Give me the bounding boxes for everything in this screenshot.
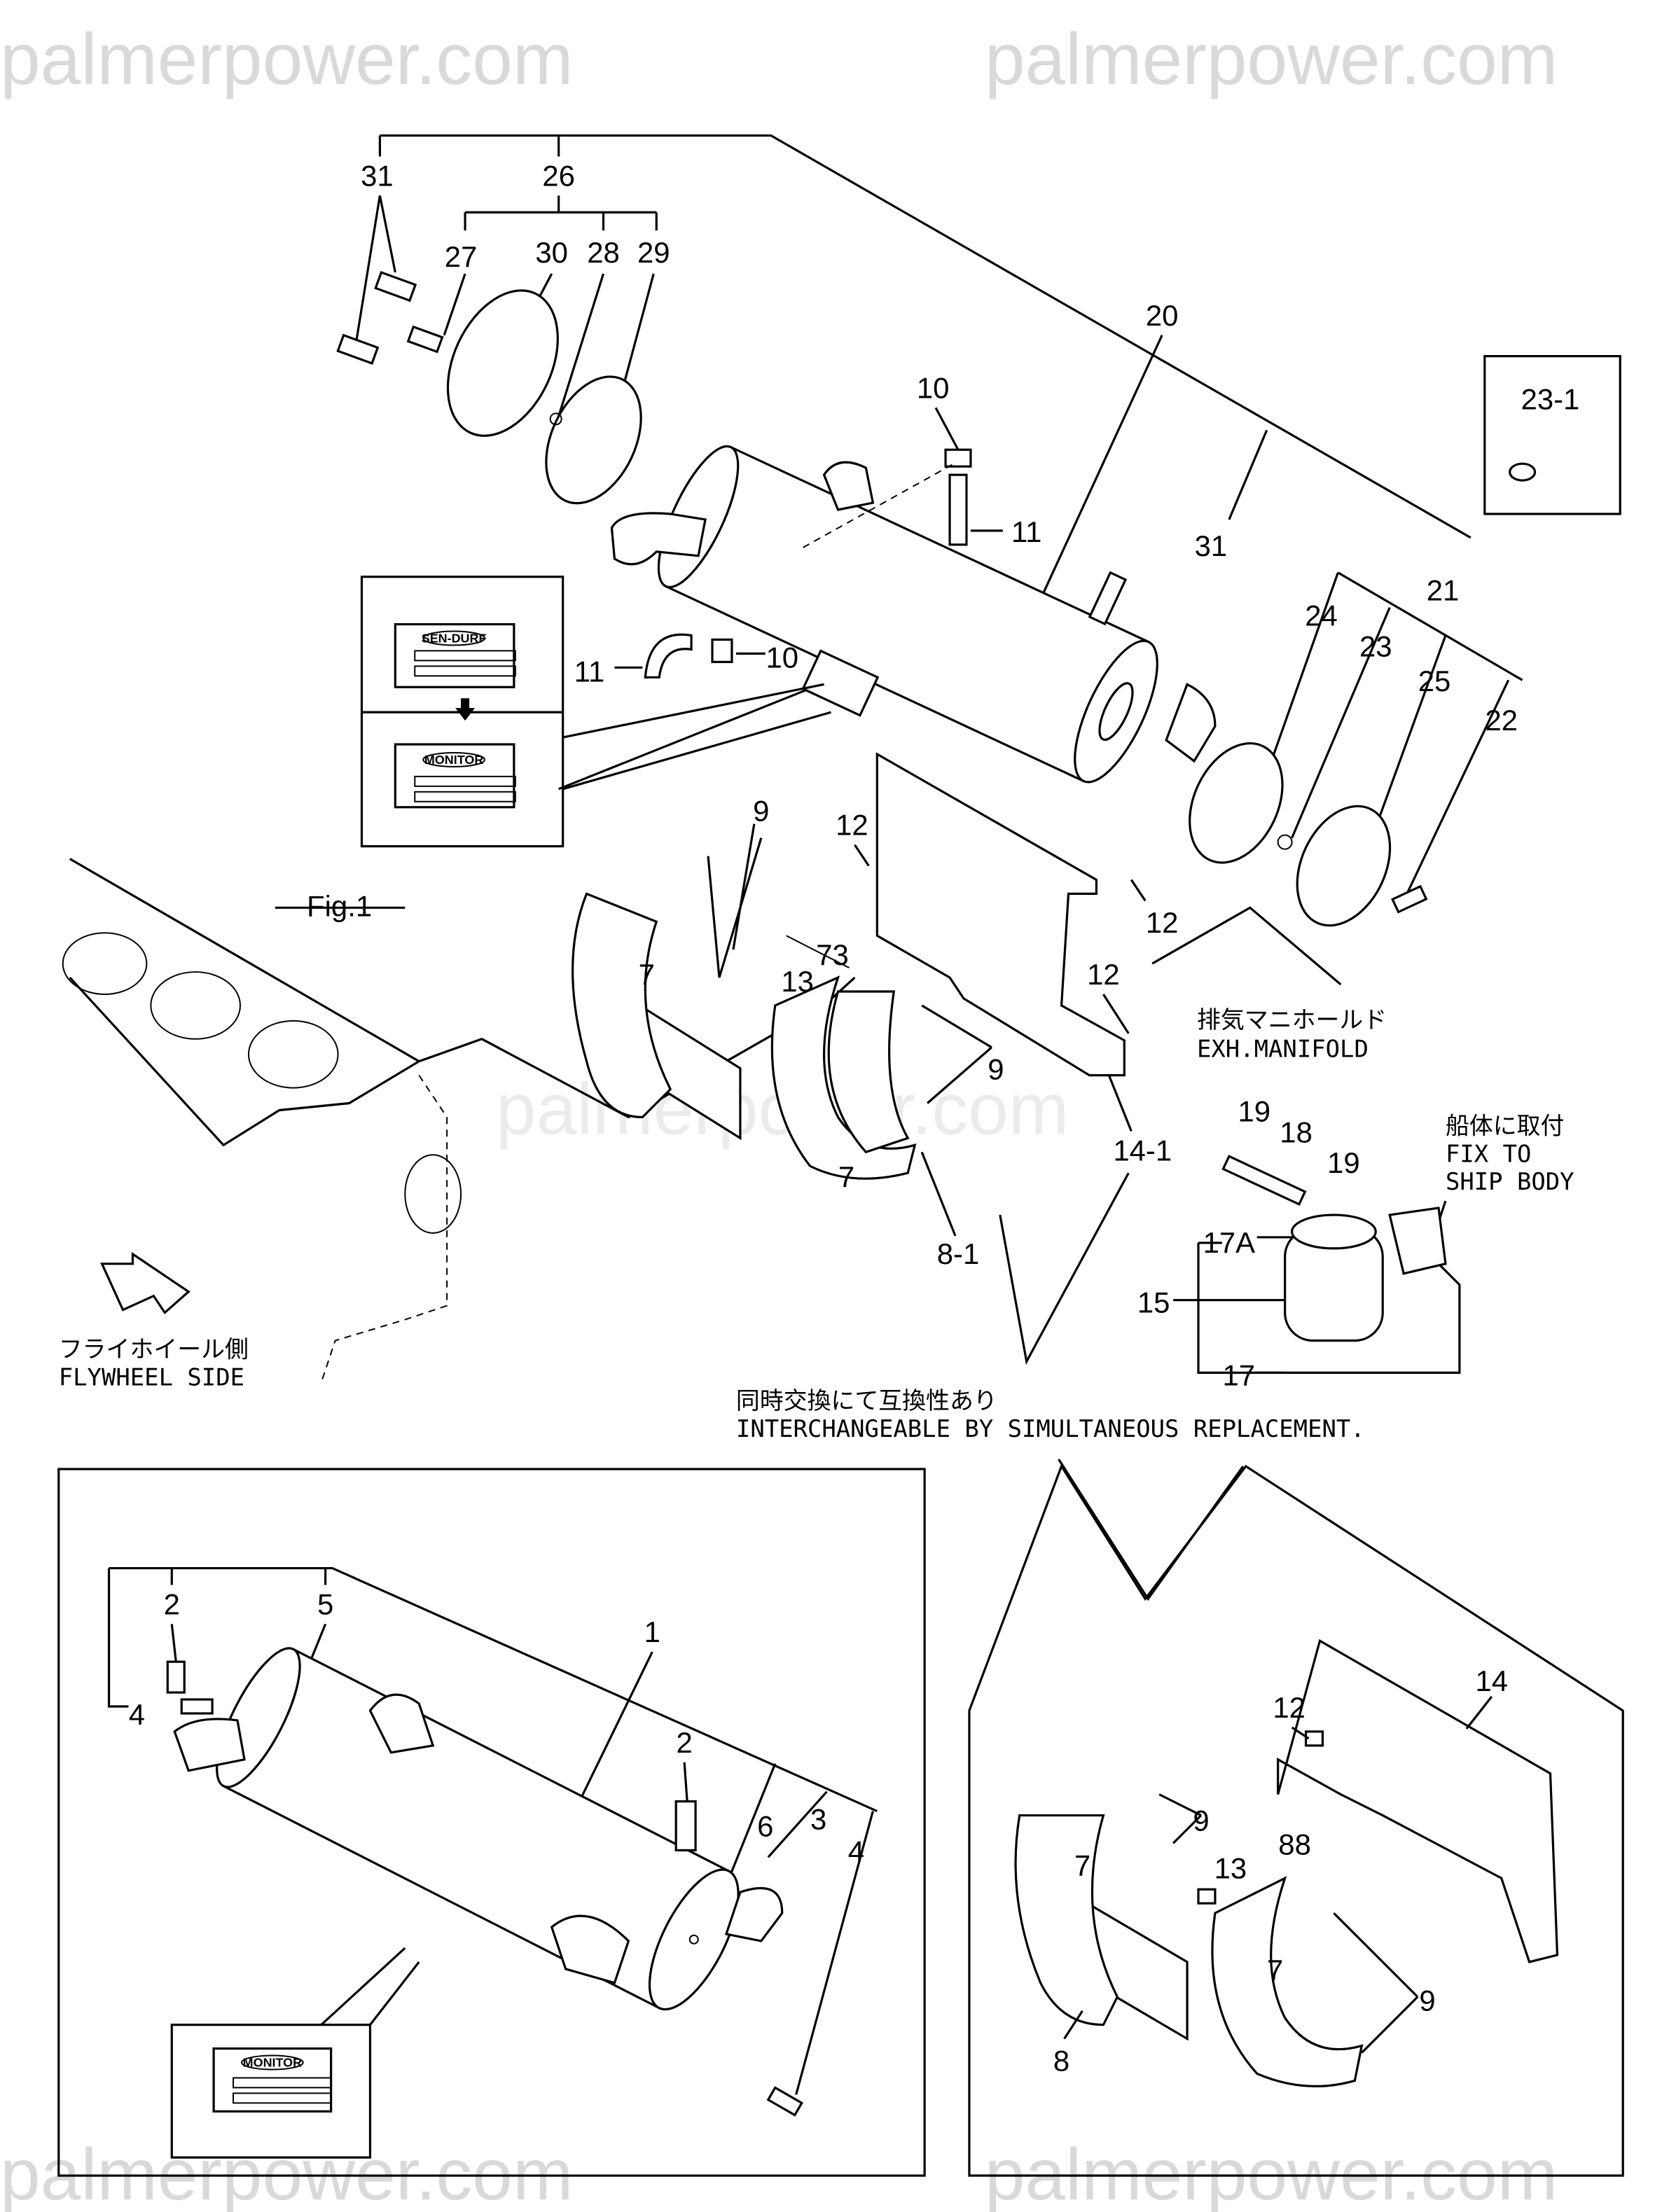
callout-label: 26 [542, 159, 575, 192]
callout-label: 18 [1280, 1115, 1313, 1148]
callout-label: 8-1 [937, 1237, 980, 1270]
callout-label: 25 [1418, 665, 1451, 697]
callout-label: Fig.1 [307, 889, 372, 922]
clamp-bracket-assembly [572, 752, 1126, 1180]
callout-label: 29 [637, 236, 670, 269]
callout-label: 9 [1419, 1984, 1435, 2017]
callout-label: 2 [677, 1726, 693, 1759]
callout-label: 21 [1427, 574, 1460, 607]
inlet-elbow [610, 512, 707, 566]
old-plate-label: SEN-DURF [422, 631, 487, 645]
callout-label: 31 [1195, 529, 1228, 562]
callout-label: 12 [1087, 958, 1120, 991]
note-flywheel-en: FLYWHEEL SIDE [59, 1363, 244, 1391]
notes: 排気マニホールド EXH.MANIFOLD 船体に取付 FIX TO SHIP … [59, 1006, 1574, 1442]
callout-label: 9 [988, 1053, 1004, 1086]
callout-label: 12 [1273, 1691, 1306, 1724]
inset-plate-label: MONITOR [243, 2055, 302, 2069]
arrow-down-icon [455, 698, 476, 721]
detail-box-23-1 [1483, 355, 1621, 515]
note-flywheel-jp: フライホイール側 [59, 1335, 249, 1363]
callout-label: 2 [164, 1587, 180, 1620]
callout-label: 7 [838, 1160, 854, 1193]
watermark: palmerpower.com [985, 2134, 1558, 2212]
callout-label: 9 [753, 795, 769, 828]
watermark: palmerpower.com [0, 18, 573, 99]
callout-label: 8 [1053, 2044, 1069, 2077]
callout-label: 24 [1305, 599, 1338, 632]
callout-label: 13 [781, 965, 814, 998]
callout-label: 23-1 [1521, 382, 1580, 415]
callout-label: 14-1 [1113, 1134, 1172, 1167]
exhaust-manifold [62, 858, 462, 1383]
watermark: palmerpower.com [0, 2134, 573, 2212]
callout-label: 10 [917, 371, 950, 404]
callout-label: 73 [816, 938, 849, 971]
callout-label: 4 [129, 1698, 145, 1731]
flywheel-direction-arrow-icon [100, 1251, 191, 1315]
callout-label: 5 [317, 1587, 333, 1620]
callout-label: 12 [1146, 906, 1179, 939]
callout-label: 15 [1137, 1286, 1170, 1319]
callout-label: 14 [1475, 1664, 1508, 1697]
label-change-inset: SEN-DURF MONITOR [360, 576, 831, 848]
callout-label: 17A [1203, 1226, 1256, 1259]
leader-lines [275, 134, 1523, 1374]
callout-label: 7 [1267, 1954, 1283, 1987]
callout-label: 3 [810, 1802, 826, 1835]
note-fix-ship-jp: 船体に取付 [1446, 1112, 1564, 1139]
watermarks: palmerpower.com palmerpower.com palmerpo… [0, 18, 1558, 2212]
note-fix-ship-en1: FIX TO [1446, 1140, 1531, 1167]
callout-label: 12 [836, 809, 868, 842]
note-fix-ship-en2: SHIP BODY [1446, 1168, 1574, 1195]
callout-label: 6 [757, 1809, 773, 1842]
muffler-assembly [657, 445, 1158, 784]
callout-label: 19 [1238, 1094, 1270, 1127]
callout-label: 27 [445, 240, 478, 273]
note-interchange-en: INTERCHANGEABLE BY SIMULTANEOUS REPLACEM… [736, 1415, 1365, 1442]
callout-label: 17 [1223, 1358, 1256, 1391]
callout-label: 7 [639, 958, 655, 991]
callout-label: 11 [1011, 515, 1041, 548]
callout-label: 88 [1278, 1828, 1311, 1860]
inset-pointer [1058, 1459, 1245, 1601]
callout-label: 4 [848, 1835, 864, 1867]
fittings [644, 448, 972, 679]
old-muffler-inset: MONITOR [57, 1468, 926, 2177]
callout-label: 22 [1485, 704, 1518, 737]
right-covers [1088, 571, 1428, 927]
callout-label: 20 [1146, 299, 1179, 332]
air-silencer [1221, 1155, 1447, 1342]
callout-label: 19 [1327, 1146, 1360, 1179]
o-ring-icon [1509, 462, 1537, 482]
callout-label: 7 [1074, 1849, 1090, 1881]
callout-label: 28 [587, 236, 620, 269]
outlet-port [822, 461, 875, 511]
callout-label: 31 [361, 159, 394, 192]
note-interchange-jp: 同時交換にて互換性あり [736, 1387, 997, 1414]
callout-label: 23 [1359, 629, 1392, 662]
note-exh-manifold-jp: 排気マニホールド [1197, 1006, 1387, 1034]
note-exh-manifold-en: EXH.MANIFOLD [1197, 1036, 1369, 1063]
callout-label: 10 [766, 641, 798, 674]
callout-label: 11 [574, 655, 604, 688]
outlet-elbow [1165, 683, 1217, 763]
new-plate-label: MONITOR [424, 753, 483, 767]
end-cover [336, 270, 642, 505]
watermark: palmerpower.com [985, 18, 1558, 99]
callout-label: 30 [535, 236, 568, 269]
callout-label: 1 [644, 1615, 660, 1648]
callout-label: 13 [1214, 1851, 1247, 1884]
callout-label: 9 [1193, 1804, 1209, 1837]
